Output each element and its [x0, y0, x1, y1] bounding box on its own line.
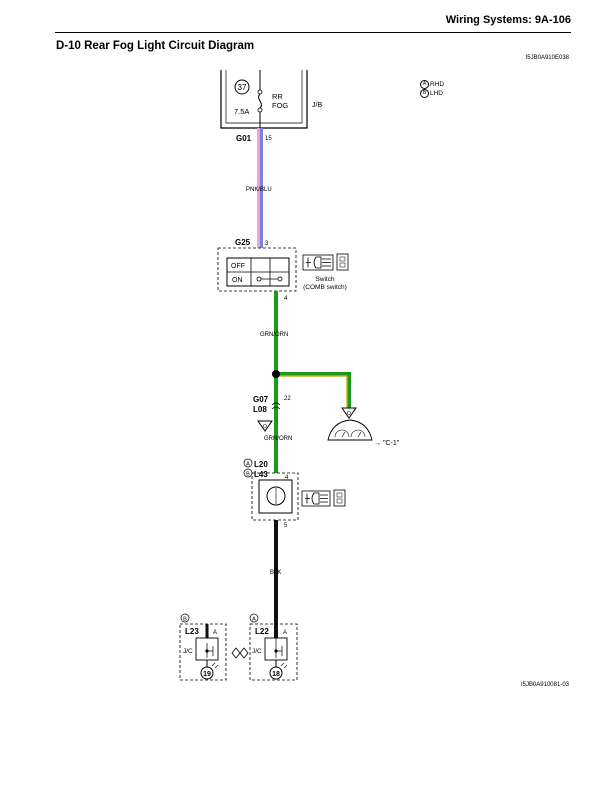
- rear-fog-lamp: [251, 472, 299, 521]
- connector-g25-pin-out: 4: [284, 296, 288, 302]
- connector-l23-pin: A: [213, 630, 217, 636]
- connector-l22: L22: [255, 627, 269, 636]
- legend-item-rhd: A RHD: [420, 80, 444, 89]
- lamp-indicator-icon: [333, 489, 346, 507]
- badge-l20: A: [243, 458, 253, 468]
- junction-connector-l22: A L22 A J/C 18: [249, 613, 298, 681]
- connector-l20: L20: [254, 460, 268, 469]
- ground-marker-g07-letter: O: [263, 424, 267, 430]
- fuse-name-line2: FOG: [272, 101, 288, 110]
- connector-g07: G07: [253, 395, 269, 404]
- fuse-number: 37: [238, 83, 247, 92]
- svg-text:B: B: [183, 617, 187, 623]
- diagram-code-bottom: I5JB0A910081-03: [520, 682, 569, 688]
- legend-item-lhd: B LHD: [420, 89, 444, 98]
- connector-l22-pin: A: [283, 630, 287, 636]
- fog-light-icon: [302, 254, 334, 271]
- badge-l43: B: [243, 468, 253, 478]
- combination-meter-icon: [327, 419, 373, 441]
- badge-l22: [249, 613, 259, 623]
- legend-symbol-b: B: [420, 89, 429, 98]
- on-indicator-icon: [336, 253, 349, 271]
- switch-on-label: ON: [232, 277, 243, 284]
- ground-marker-g07: O: [257, 420, 273, 432]
- legend-symbol-a: A: [420, 80, 429, 89]
- junction-block-label: J/B: [312, 102, 322, 109]
- connector-g25-pin-in: 3: [265, 241, 269, 247]
- fuse-number-circle: [234, 79, 250, 95]
- ground-point-19: 19: [203, 671, 211, 678]
- fuse-element: [258, 93, 262, 109]
- switch-label-line2: (COMB switch): [303, 284, 347, 291]
- fuse-rating: 7.5A: [234, 107, 249, 116]
- svg-text:A: A: [246, 462, 250, 468]
- legend-label-rhd: RHD: [430, 81, 445, 88]
- wire-label-grn-orn-2: GRN/ORN: [264, 436, 292, 442]
- switch-off-label: OFF: [231, 263, 245, 270]
- meter-connector-marker: O: [341, 407, 357, 419]
- meter-reference: → "C-1": [374, 440, 400, 447]
- wire-grn-orn: [272, 291, 351, 473]
- lamp-pin-out: 5: [284, 523, 288, 529]
- fuse-name-line1: RR: [272, 92, 283, 101]
- diagram-code-top: I5JB0A910E038: [525, 55, 569, 61]
- connector-g01: G01: [236, 134, 252, 143]
- wire-label-pnk-blu: PNK/BLU: [246, 187, 272, 193]
- inline-connector-mark: [271, 402, 281, 410]
- page-title: D-10 Rear Fog Light Circuit Diagram: [56, 40, 255, 52]
- connector-g25: G25: [235, 238, 251, 247]
- connector-g01-pin: 15: [265, 136, 272, 142]
- ground-point-18: 18: [272, 671, 280, 678]
- lamp-bulb-icon: [266, 486, 286, 506]
- connector-l08: L08: [253, 405, 267, 414]
- wire-pnk-blu: [257, 128, 263, 248]
- svg-text:A: A: [252, 617, 256, 623]
- svg-text:B: B: [246, 472, 250, 478]
- splice-point: [272, 370, 280, 378]
- fog-switch: OFF ON: [217, 247, 297, 292]
- wire-label-grn-orn-1: GRN/ORN: [260, 332, 288, 338]
- connector-l23: L23: [185, 627, 199, 636]
- header-rule: [55, 32, 571, 33]
- lamp-pin-in: 4: [285, 475, 289, 481]
- meter-marker-letter: O: [347, 411, 351, 417]
- legend-label-lhd: LHD: [430, 90, 444, 97]
- connector-pair-icon: [231, 647, 249, 659]
- junction-block: 37 7.5A RR FOG J/B: [220, 70, 322, 129]
- jc-label-left: J/C: [183, 648, 193, 655]
- wire-label-blk: BLK: [270, 570, 281, 576]
- jc-label-right: J/C: [252, 648, 262, 655]
- junction-connector-l23: B L23 A J/C 19: [179, 613, 227, 681]
- connector-g07-pin: 22: [284, 396, 291, 402]
- badge-l23: [180, 613, 190, 623]
- legend: A RHD B LHD: [420, 80, 444, 98]
- switch-label-line1: Switch: [315, 276, 335, 283]
- section-title: Wiring Systems: 9A-106: [445, 14, 571, 26]
- connector-l43: L43: [254, 470, 268, 479]
- rear-fog-lamp-icon: [301, 490, 331, 507]
